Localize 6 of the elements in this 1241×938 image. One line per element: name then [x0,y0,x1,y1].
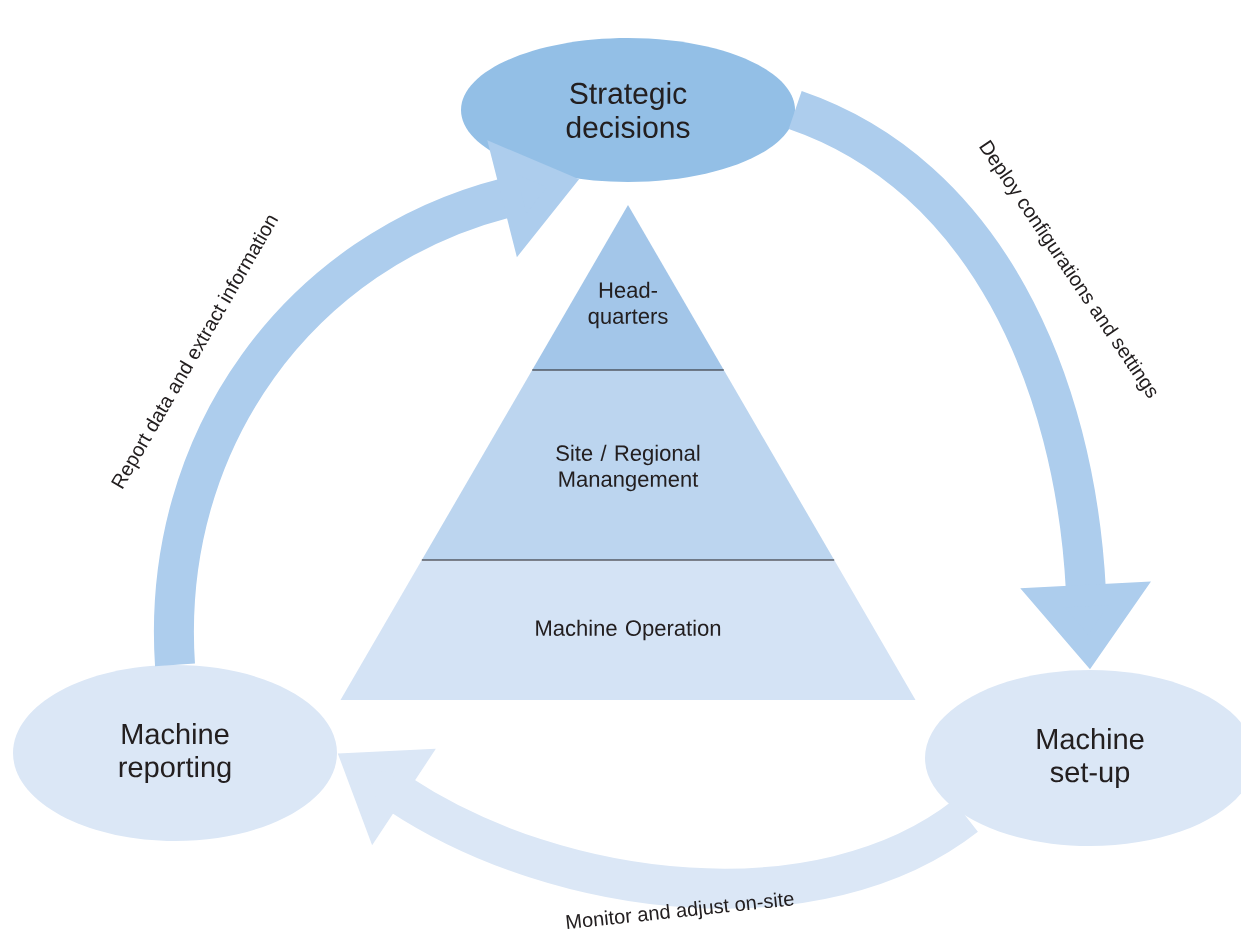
ellipse-node: Machine reporting [13,665,337,841]
edge-label: Monitor and adjust on-site [566,892,794,929]
pyramid-band: Site / Regional Manangement [421,370,835,560]
pyramid-band: Head- quarters [532,205,724,370]
pyramid-band: Machine Operation [340,560,916,700]
ellipse-node: Strategic decisions [461,38,795,182]
